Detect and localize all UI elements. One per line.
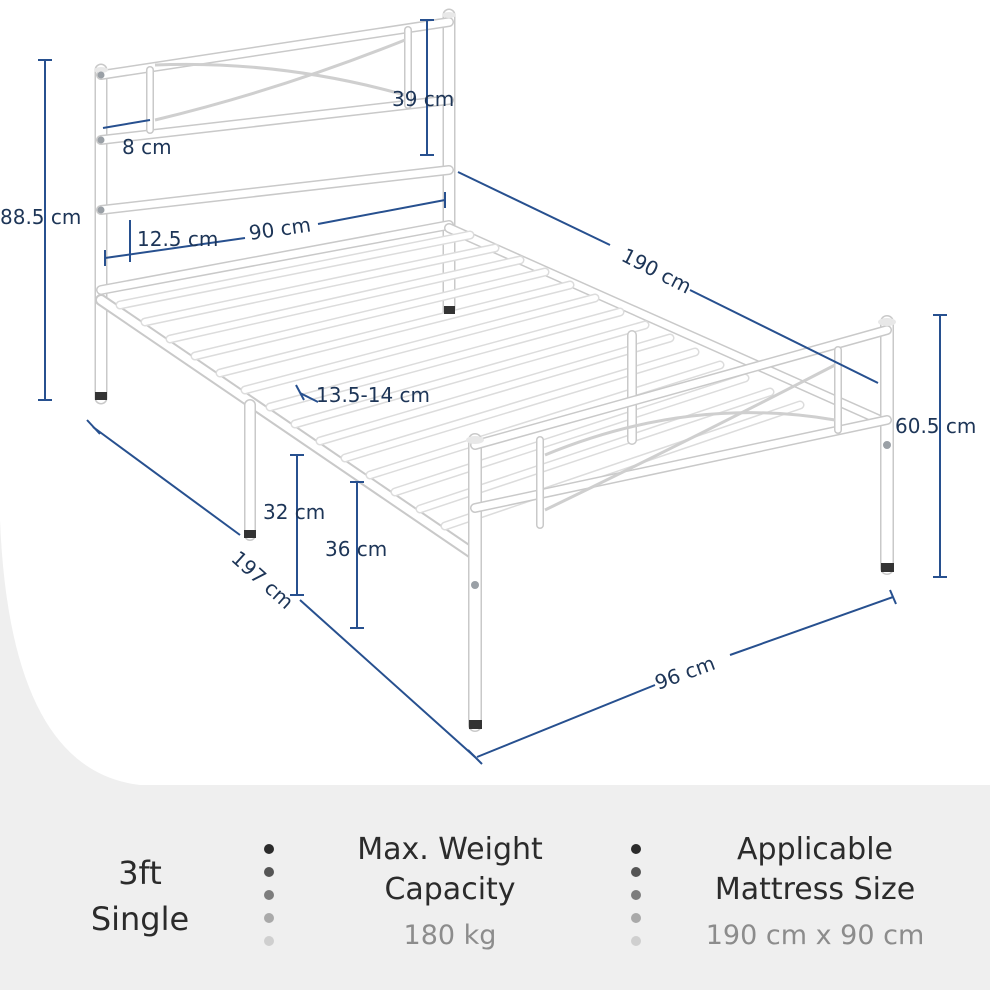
label-footboard-height: 60.5 cm: [895, 414, 976, 438]
spec-panel: 3ft Single Max. Weight Capacity 180 kg A…: [0, 800, 990, 990]
weight-title-line2: Capacity: [384, 872, 516, 907]
dimension-lines: [38, 19, 947, 765]
weight-title-line1: Max. Weight: [357, 832, 543, 867]
mattress-title-line1: Applicable: [737, 832, 893, 867]
label-headboard-panel: 39 cm: [392, 87, 454, 111]
bed-size: 3ft Single: [80, 850, 200, 942]
label-side-rail-height: 36 cm: [325, 537, 387, 561]
label-slat-gap: 13.5-14 cm: [316, 383, 430, 407]
label-post-spacing: 8 cm: [122, 135, 172, 159]
mattress-title-line2: Mattress Size: [714, 872, 916, 907]
divider-dots-right: [630, 844, 642, 959]
mattress-size: Applicable Mattress Size 190 cm x 90 cm: [690, 830, 940, 956]
bed-size-line1: 3ft: [118, 854, 162, 892]
weight-capacity: Max. Weight Capacity 180 kg: [330, 830, 570, 956]
label-underbed-clearance: 32 cm: [263, 500, 325, 524]
divider-dots-left: [263, 844, 275, 959]
bed-size-line2: Single: [90, 900, 190, 938]
label-headboard-height: 88.5 cm: [0, 205, 81, 229]
weight-value: 180 kg: [403, 920, 497, 951]
label-clearance-top: 12.5 cm: [137, 227, 218, 251]
mattress-value: 190 cm x 90 cm: [705, 920, 925, 951]
